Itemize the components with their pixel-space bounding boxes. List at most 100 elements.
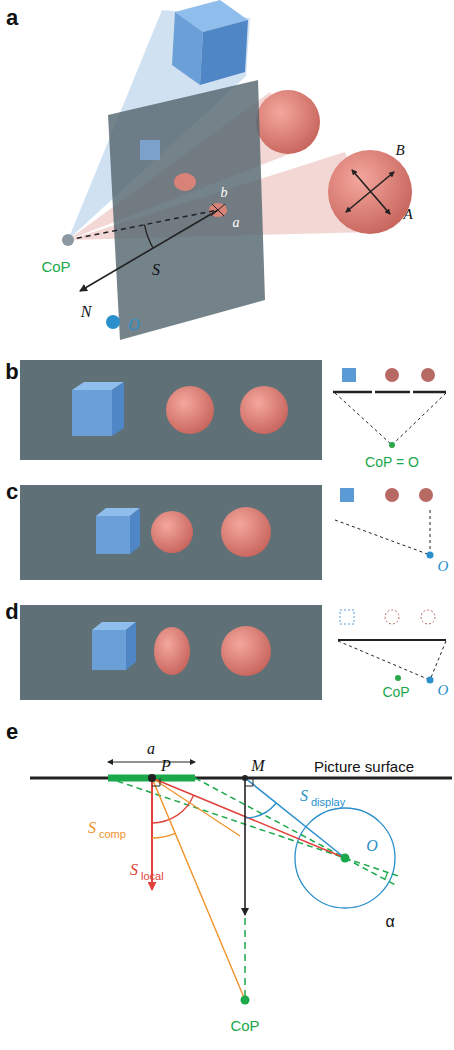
figure-circle [395,675,401,681]
axis-label: a [233,216,240,230]
axis-label: B [395,143,404,158]
figure-polygon [200,20,248,85]
point-label: CoP [41,259,70,274]
figure-line [108,762,195,763]
figure-circle [256,90,320,154]
figure-line [30,777,452,780]
figure-line [152,778,245,1000]
figure-line [392,393,446,445]
figure-circle [151,511,193,553]
point-label: CoP [230,1018,259,1033]
angle-label: S [130,862,138,878]
figure-rect [92,630,126,670]
figure-line [338,641,430,680]
figure-circle [385,368,399,382]
figure-line [352,170,390,214]
figure-rect [340,610,354,624]
axis-label: b [221,186,228,200]
figure-polygon [108,80,265,340]
vector-label: N [81,304,92,320]
figure-line [195,778,398,886]
figure-circle [389,442,395,448]
figure-polygon [126,622,136,670]
figure-ellipse [174,173,196,191]
figure-polygon [130,508,140,554]
figure-line [244,778,246,915]
point-label: CoP [382,685,409,699]
figure-path [145,225,154,248]
figure-rect [72,390,112,436]
figure-circle [166,386,214,434]
figure-rect [20,360,322,460]
figure-line [80,210,218,291]
figure-path [152,795,194,823]
figure-rect [20,485,322,580]
figure-ellipse [154,627,190,675]
panel-letter: d [5,601,18,623]
figure-circle [385,610,399,624]
figure-path [152,833,175,838]
figure-circle [221,507,271,557]
figure-line [245,778,345,858]
figure-circle [427,677,434,684]
figure-path [385,872,388,879]
figure-line [413,391,446,394]
figure-line [152,778,240,836]
figure-rect [96,516,130,554]
figure-polygon [172,12,203,85]
angle-subscript: local [141,871,164,882]
point-label: O [128,317,140,333]
figure-rect [20,605,322,700]
figure-circle [106,315,120,329]
figure-line [333,391,372,394]
figure-rect [340,488,354,502]
angle-subscript: display [311,797,345,808]
figure-circle [427,552,434,559]
point-label: P [161,758,171,774]
figure-circle [385,488,399,502]
figure-circle [240,386,288,434]
figure-circle [242,775,248,781]
figure-circle [221,626,271,676]
figure-circle [328,150,412,234]
dimension-label: a [147,741,155,757]
figure-circle [148,774,156,782]
panel-letter: c [6,481,18,503]
angle-subscript: comp [99,829,126,840]
figure-rect [342,368,356,382]
figure-polygon [112,382,124,436]
figure-circle [419,488,433,502]
figure-path [245,803,276,818]
point-label: O [366,838,378,854]
point-label: M [251,758,264,774]
point-label: O [438,683,449,698]
panel-letter: b [5,361,18,383]
panel-letter: e [6,721,18,743]
point-label: CoP = O [365,455,419,469]
figure-line [430,641,446,680]
angle-label: S [152,262,160,278]
figure-line [430,510,431,555]
figure-circle [62,234,74,246]
figure-circle [421,368,435,382]
surface-label: Picture surface [314,759,414,774]
figure-rect [140,140,160,160]
figure-line [375,391,410,394]
panel-letter: a [6,7,18,29]
angle-label: α [385,914,394,930]
figure-line [108,775,195,782]
figure-circle [421,610,435,624]
axis-label: A [403,207,412,222]
angle-label: S [300,788,308,804]
figure-line [68,210,218,240]
point-label: O [438,559,449,574]
angle-label: S [88,820,96,836]
figure-line [244,918,246,1000]
figure-circle [295,808,395,908]
figure-circle [241,996,250,1005]
figure-line [338,639,446,641]
figure-line [335,520,430,555]
figure-line [335,393,392,445]
